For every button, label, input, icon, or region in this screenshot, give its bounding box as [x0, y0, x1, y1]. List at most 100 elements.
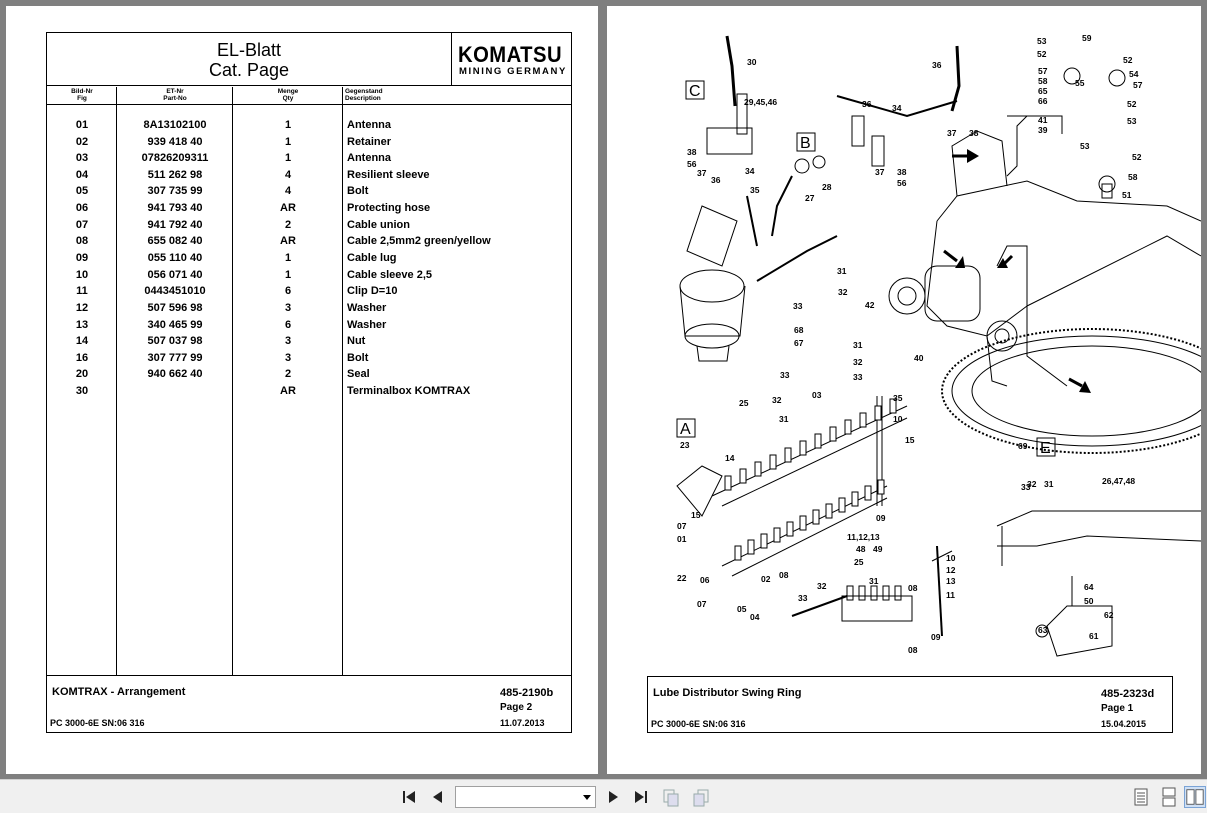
callout-number: 35 — [893, 393, 903, 403]
valve — [829, 426, 837, 442]
view-label-e: E — [1040, 440, 1051, 457]
footer-title: Lube Distributor Swing Ring — [653, 687, 802, 699]
column-divider — [116, 87, 117, 675]
single-page-view-icon[interactable] — [1130, 786, 1152, 808]
description: Cable 2,5mm2 green/yellow — [347, 235, 491, 247]
callout-number: 36 — [711, 175, 721, 185]
description: Clip D=10 — [347, 285, 398, 297]
next-page-icon[interactable] — [602, 786, 624, 808]
back-view-icon[interactable] — [660, 786, 682, 808]
callout-number: 15 — [691, 510, 701, 520]
col-part-de: ET-Nr — [166, 88, 184, 95]
callout-number: 08 — [908, 583, 918, 593]
fig-number: 13 — [75, 319, 89, 331]
fig-number: 06 — [75, 202, 89, 214]
callout-number: 37 — [875, 167, 885, 177]
callout-number: 58 — [1038, 76, 1048, 86]
part-number: 940 662 40 — [147, 368, 203, 380]
catalog-page-left: EL-Blatt Cat. Page KOMATSU MINING GERMAN… — [6, 6, 598, 774]
quantity: 3 — [284, 335, 292, 347]
callout-number: 25 — [854, 557, 864, 567]
drawing-title-block: Lube Distributor Swing Ring 485-2323d Pa… — [647, 676, 1173, 733]
part-number: 507 596 98 — [147, 302, 203, 314]
quantity: 1 — [284, 252, 292, 264]
quantity: 1 — [284, 269, 292, 281]
callout-number: 33 — [853, 372, 863, 382]
viewer-toolbar — [0, 779, 1207, 813]
page-number-select[interactable] — [455, 786, 596, 808]
valve — [739, 468, 747, 484]
quantity: 2 — [284, 368, 292, 380]
valve — [838, 497, 846, 513]
callout-number: 38 — [969, 128, 979, 138]
callout-number: 56 — [687, 159, 697, 169]
valve — [864, 485, 872, 501]
col-qty-header: Menge Qty — [233, 88, 343, 102]
callout-number: 22 — [677, 573, 687, 583]
callout-number: 65 — [1038, 86, 1048, 96]
view-label-c: C — [689, 83, 701, 100]
callout-number: 27 — [805, 193, 815, 203]
description: Antenna — [347, 119, 391, 131]
callout-number: 31 — [1044, 479, 1054, 489]
view-label-a: A — [680, 421, 691, 438]
callout-number: 38 — [897, 167, 907, 177]
callout-number: 42 — [865, 300, 875, 310]
part-number: 939 418 40 — [147, 136, 203, 148]
callout-number: 06 — [700, 575, 710, 585]
callout-number: 03 — [812, 390, 822, 400]
valve — [889, 398, 897, 414]
valve — [799, 440, 807, 456]
fig-number: 11 — [76, 285, 88, 297]
description: Retainer — [347, 136, 392, 148]
column-headers: Bild-Nr Fig ET-Nr Part-No Menge Qty Gege… — [47, 87, 571, 105]
callout-number: 10 — [893, 414, 903, 424]
valve — [814, 433, 822, 449]
part-number: 8A13102100 — [143, 119, 207, 131]
quantity: 1 — [284, 136, 292, 148]
previous-page-icon[interactable] — [427, 786, 449, 808]
callout-number: 34 — [892, 103, 902, 113]
last-page-icon[interactable] — [630, 786, 652, 808]
description: Nut — [347, 335, 366, 347]
table-row: 13 340 465 99 6 Washer — [47, 319, 571, 335]
callout-number: 34 — [745, 166, 755, 176]
callout-number: 68 — [794, 325, 804, 335]
col-fig-header: Bild-Nr Fig — [47, 88, 117, 102]
footer-doc-number: 485-2190b — [500, 687, 554, 699]
valve — [769, 454, 777, 470]
continuous-view-icon[interactable] — [1158, 786, 1180, 808]
two-page-view-icon[interactable] — [1184, 786, 1206, 808]
description: Washer — [347, 319, 387, 331]
callout-number: 53 — [1037, 36, 1047, 46]
valve — [858, 585, 866, 601]
fig-number: 12 — [75, 302, 89, 314]
valve — [870, 585, 878, 601]
callout-number: 56 — [897, 178, 907, 188]
footer-date: 11.07.2013 — [500, 718, 545, 728]
callout-number: 52 — [1132, 152, 1142, 162]
fig-number: 20 — [75, 368, 89, 380]
forward-view-icon[interactable] — [690, 786, 712, 808]
footer-page-number: Page 2 — [500, 702, 533, 713]
callout-number: 59 — [1082, 33, 1092, 43]
callout-number: 38 — [687, 147, 697, 157]
title-line-2: Cat. Page — [208, 60, 290, 80]
callout-number: 40 — [914, 353, 924, 363]
page-header: EL-Blatt Cat. Page KOMATSU MINING GERMAN… — [47, 33, 571, 86]
quantity: 6 — [284, 319, 292, 331]
callout-number: 37 — [947, 128, 957, 138]
callout-number: 09 — [876, 513, 886, 523]
callout-number: 53 — [1127, 116, 1137, 126]
callout-number: 33 — [793, 301, 803, 311]
description: Cable sleeve 2,5 — [347, 269, 433, 281]
first-page-icon[interactable] — [398, 786, 420, 808]
callout-number: 57 — [1038, 66, 1048, 76]
part-number: 340 465 99 — [147, 319, 203, 331]
